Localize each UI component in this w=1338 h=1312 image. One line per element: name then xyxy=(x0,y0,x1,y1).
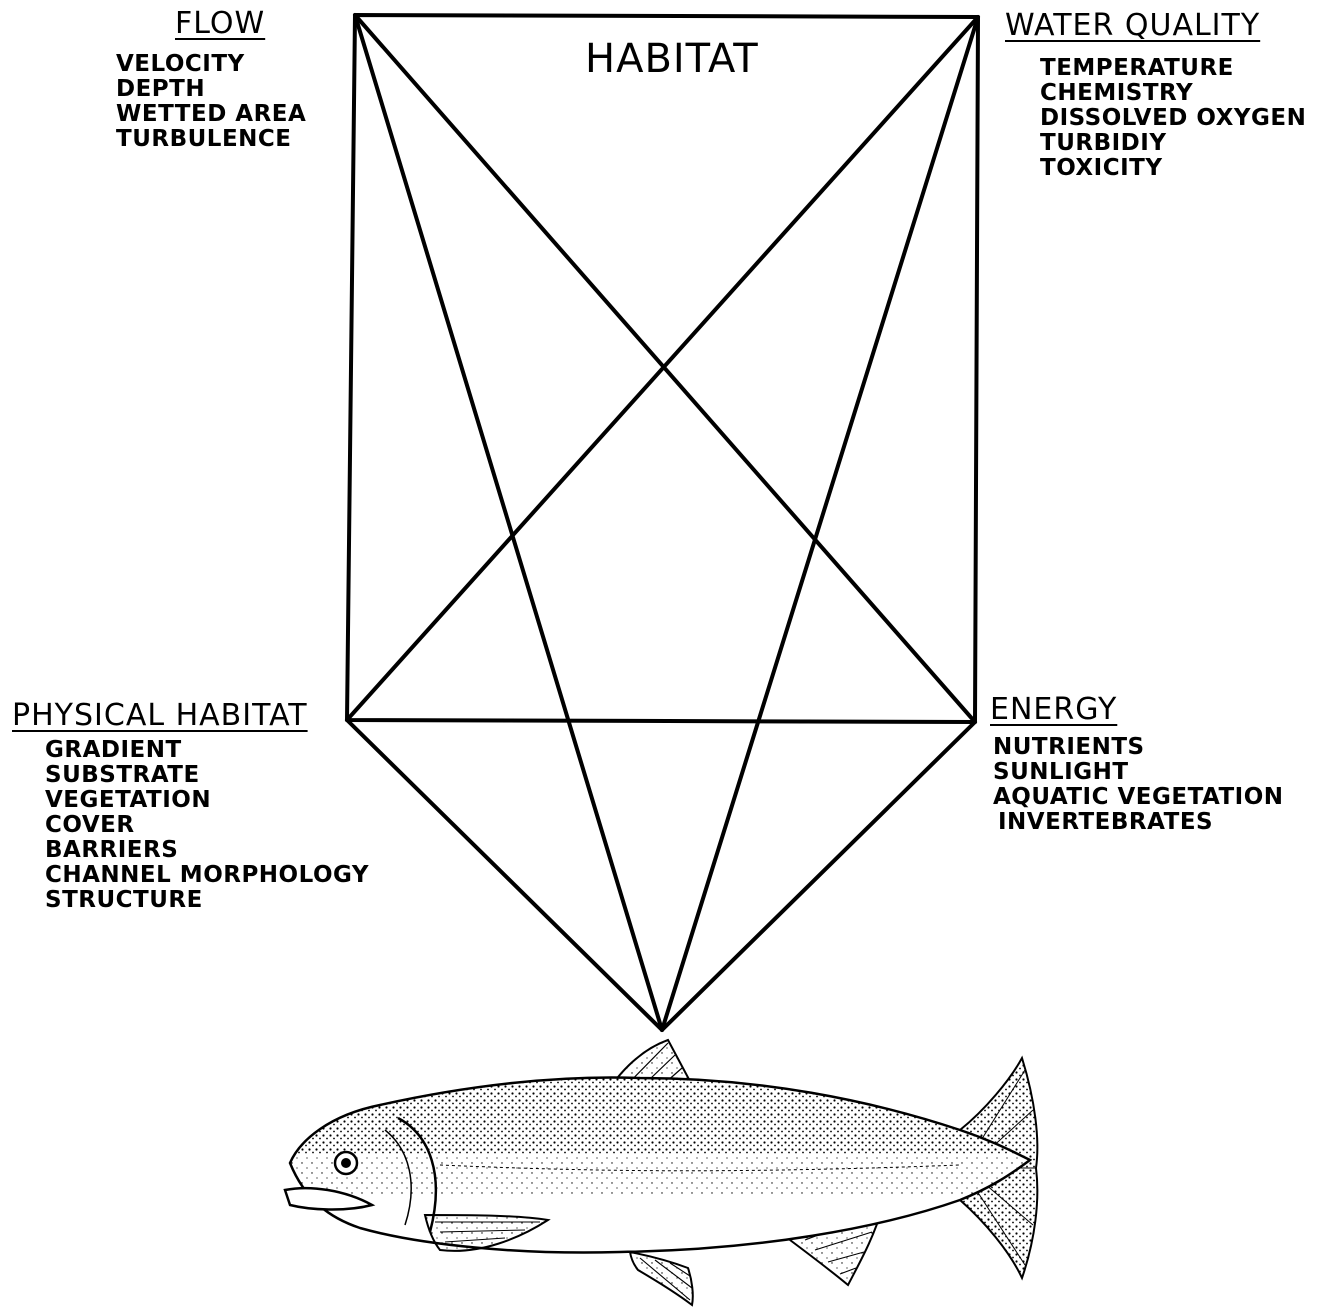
energy-item: SUNLIGHT xyxy=(993,760,1284,785)
energy-heading: ENERGY xyxy=(990,694,1117,726)
physical-habitat-item: VEGETATION xyxy=(45,788,369,813)
physical-habitat-item: BARRIERS xyxy=(45,838,369,863)
water-quality-item: TOXICITY xyxy=(1040,156,1306,181)
energy-item: INVERTEBRATES xyxy=(993,810,1284,835)
diagram-title: HABITAT xyxy=(585,37,759,81)
line-water-quality-fish xyxy=(662,17,978,1030)
flow-item: TURBULENCE xyxy=(116,127,306,152)
water-quality-item: TEMPERATURE xyxy=(1040,56,1306,81)
water-quality-item: DISSOLVED OXYGEN xyxy=(1040,106,1306,131)
flow-heading: FLOW xyxy=(175,8,265,40)
water-quality-item: CHEMISTRY xyxy=(1040,81,1306,106)
physical-habitat-item: STRUCTURE xyxy=(45,888,369,913)
energy-item: NUTRIENTS xyxy=(993,735,1284,760)
connector-lines xyxy=(347,15,978,1030)
water-quality-item: TURBIDIY xyxy=(1040,131,1306,156)
trout-illustration xyxy=(280,1040,1040,1305)
physical-habitat-heading: PHYSICAL HABITAT xyxy=(12,700,308,732)
physical-habitat-item: COVER xyxy=(45,813,369,838)
flow-item: WETTED AREA xyxy=(116,102,306,127)
energy-item: AQUATIC VEGETATION xyxy=(993,785,1284,810)
flow-item: DEPTH xyxy=(116,77,306,102)
flow-item: VELOCITY xyxy=(116,52,306,77)
water-quality-list: TEMPERATURE CHEMISTRY DISSOLVED OXYGEN T… xyxy=(1040,56,1306,181)
physical-habitat-item: CHANNEL MORPHOLOGY xyxy=(45,863,369,888)
physical-habitat-item: SUBSTRATE xyxy=(45,763,369,788)
energy-list: NUTRIENTS SUNLIGHT AQUATIC VEGETATION IN… xyxy=(993,735,1284,835)
physical-habitat-list: GRADIENT SUBSTRATE VEGETATION COVER BARR… xyxy=(45,738,369,913)
physical-habitat-item: GRADIENT xyxy=(45,738,369,763)
flow-list: VELOCITY DEPTH WETTED AREA TURBULENCE xyxy=(116,52,306,152)
water-quality-heading: WATER QUALITY xyxy=(1005,10,1260,42)
